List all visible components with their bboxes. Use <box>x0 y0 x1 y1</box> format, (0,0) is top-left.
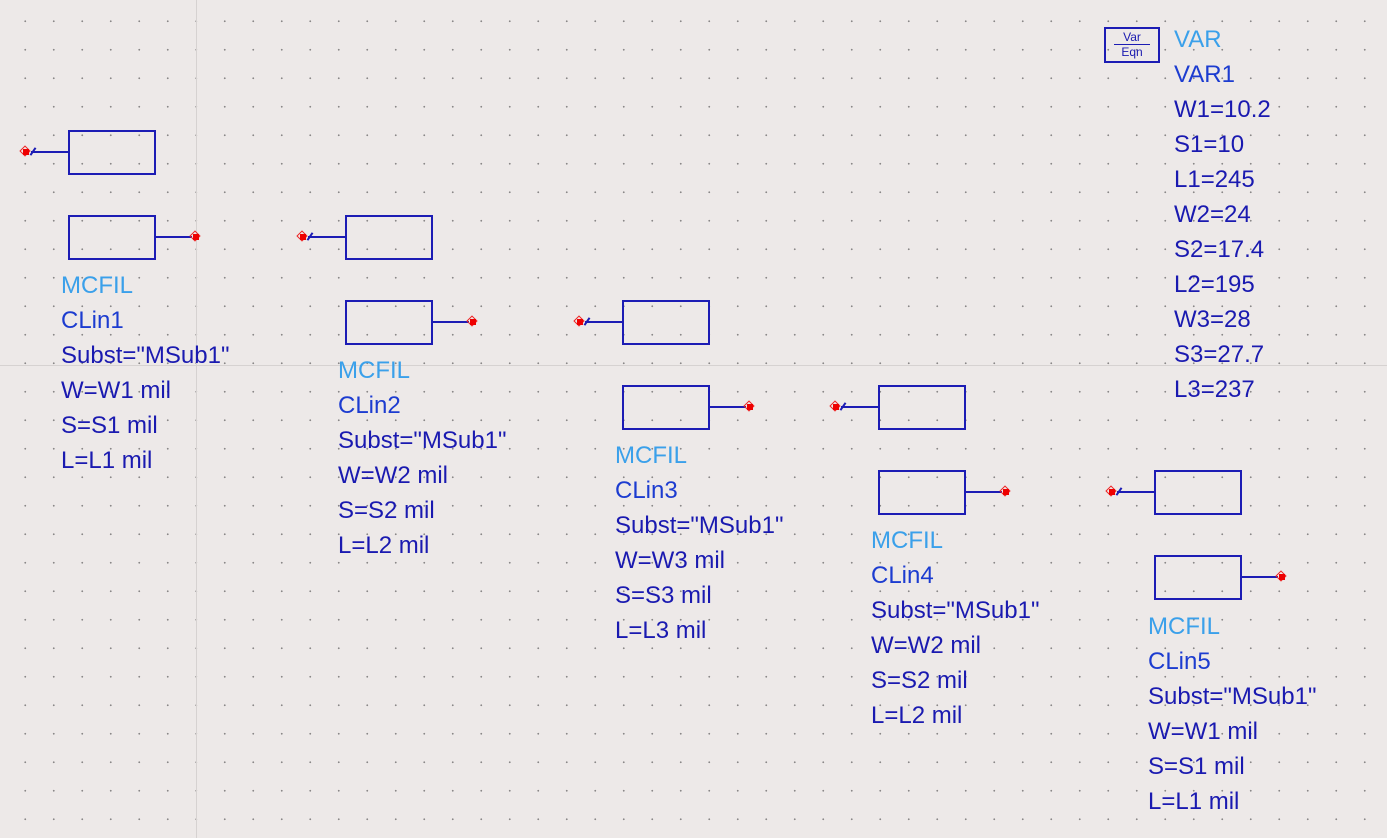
component-name: CLin3 <box>615 477 678 504</box>
var-instance-name: VAR1 <box>1174 61 1235 88</box>
component-name: CLin1 <box>61 307 124 334</box>
pin-1[interactable] <box>829 400 842 413</box>
pin-2[interactable] <box>466 315 479 328</box>
pin-1[interactable] <box>19 145 32 158</box>
origin-axis-horizontal <box>0 365 1387 366</box>
param-subst: Subst="MSub1" <box>338 427 507 454</box>
pin-2[interactable] <box>189 230 202 243</box>
param-l: L=L2 mil <box>338 532 430 559</box>
pin-1[interactable] <box>573 315 586 328</box>
lead-wire <box>1117 491 1154 493</box>
param-s: S=S1 mil <box>61 412 158 439</box>
lead-wire <box>308 236 345 238</box>
var-type-label: VAR <box>1174 26 1222 53</box>
pin-1[interactable] <box>1105 485 1118 498</box>
param-s: S=S2 mil <box>871 667 968 694</box>
component-type: MCFIL <box>1148 613 1220 640</box>
pin-2[interactable] <box>1275 570 1288 583</box>
lead-wire <box>964 491 1002 493</box>
param-subst: Subst="MSub1" <box>1148 683 1317 710</box>
param-subst: Subst="MSub1" <box>615 512 784 539</box>
lead-wire <box>708 406 746 408</box>
lead-wire <box>431 321 469 323</box>
component-labels-clin4[interactable]: MCFIL CLin4 Subst="MSub1" W=W2 mil S=S2 … <box>871 523 1039 733</box>
origin-axis-vertical <box>196 0 197 838</box>
param-w: W=W2 mil <box>871 632 981 659</box>
component-labels-clin5[interactable]: MCFIL CLin5 Subst="MSub1" W=W1 mil S=S1 … <box>1148 609 1316 819</box>
param-s: S=S3 mil <box>615 582 712 609</box>
component-name: CLin4 <box>871 562 934 589</box>
lead-wire <box>31 151 68 153</box>
var-line: W3=28 <box>1174 306 1251 333</box>
param-l: L=L1 mil <box>61 447 153 474</box>
component-type: MCFIL <box>338 357 410 384</box>
param-l: L=L3 mil <box>615 617 707 644</box>
param-subst: Subst="MSub1" <box>871 597 1040 624</box>
var-line: L1=245 <box>1174 166 1255 193</box>
param-w: W=W1 mil <box>61 377 171 404</box>
lead-wire <box>585 321 622 323</box>
var-line: S3=27.7 <box>1174 341 1265 368</box>
lead-wire <box>841 406 878 408</box>
coupled-line-upper[interactable] <box>1154 470 1242 515</box>
param-l: L=L1 mil <box>1148 788 1240 815</box>
lead-wire <box>1240 576 1278 578</box>
coupled-line-upper[interactable] <box>878 385 966 430</box>
component-labels-clin1[interactable]: MCFIL CLin1 Subst="MSub1" W=W1 mil S=S1 … <box>61 268 229 478</box>
var-line: S1=10 <box>1174 131 1245 158</box>
component-type: MCFIL <box>871 527 943 554</box>
pin-2[interactable] <box>999 485 1012 498</box>
coupled-line-lower[interactable] <box>622 385 710 430</box>
var-eqn-icon[interactable]: Var Eqn <box>1104 27 1160 63</box>
param-subst: Subst="MSub1" <box>61 342 230 369</box>
param-w: W=W2 mil <box>338 462 448 489</box>
var-line: L3=237 <box>1174 376 1255 403</box>
var-block-labels[interactable]: VAR VAR1 W1=10.2 S1=10 L1=245 W2=24 S2=1… <box>1174 22 1271 407</box>
pin-2[interactable] <box>743 400 756 413</box>
param-w: W=W1 mil <box>1148 718 1258 745</box>
var-line: W2=24 <box>1174 201 1251 228</box>
var-line: L2=195 <box>1174 271 1255 298</box>
coupled-line-upper[interactable] <box>68 130 156 175</box>
var-icon-line1: Var <box>1123 30 1141 44</box>
param-w: W=W3 mil <box>615 547 725 574</box>
var-line: S2=17.4 <box>1174 236 1265 263</box>
var-line: W1=10.2 <box>1174 96 1271 123</box>
lead-wire <box>154 236 192 238</box>
component-type: MCFIL <box>61 272 133 299</box>
coupled-line-lower[interactable] <box>1154 555 1242 600</box>
component-name: CLin5 <box>1148 648 1211 675</box>
coupled-line-lower[interactable] <box>68 215 156 260</box>
coupled-line-upper[interactable] <box>345 215 433 260</box>
coupled-line-lower[interactable] <box>878 470 966 515</box>
var-icon-line2: Eqn <box>1114 44 1150 59</box>
param-l: L=L2 mil <box>871 702 963 729</box>
pin-1[interactable] <box>296 230 309 243</box>
param-s: S=S2 mil <box>338 497 435 524</box>
component-labels-clin2[interactable]: MCFIL CLin2 Subst="MSub1" W=W2 mil S=S2 … <box>338 353 506 563</box>
coupled-line-lower[interactable] <box>345 300 433 345</box>
component-labels-clin3[interactable]: MCFIL CLin3 Subst="MSub1" W=W3 mil S=S3 … <box>615 438 783 648</box>
coupled-line-upper[interactable] <box>622 300 710 345</box>
component-name: CLin2 <box>338 392 401 419</box>
param-s: S=S1 mil <box>1148 753 1245 780</box>
component-type: MCFIL <box>615 442 687 469</box>
